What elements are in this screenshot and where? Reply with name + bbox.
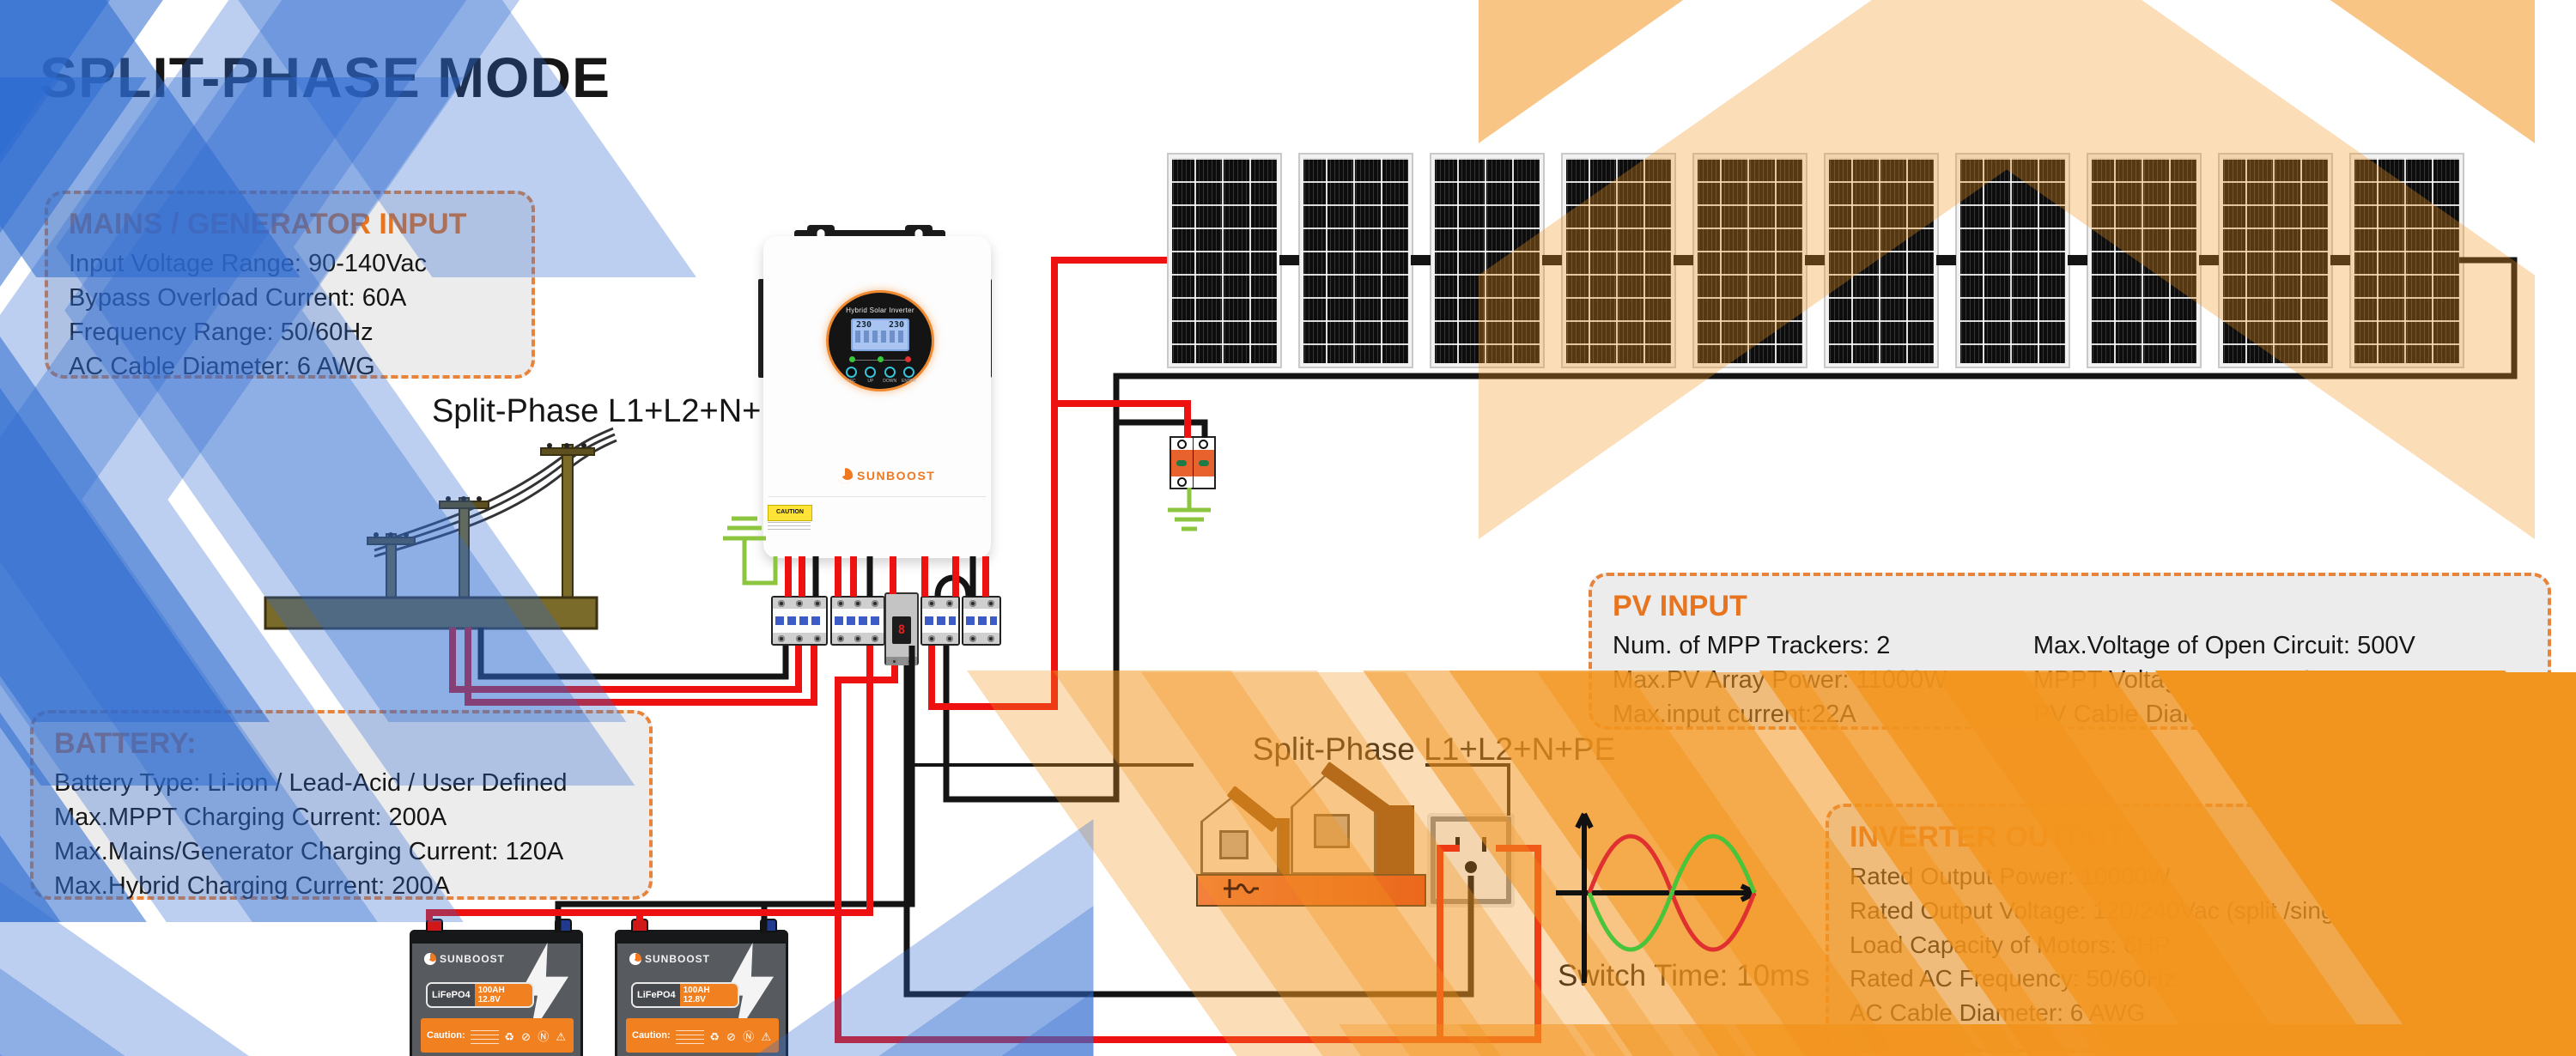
fault-led [905, 356, 911, 362]
pv-led [849, 356, 855, 362]
pv-positive-wire [928, 257, 1167, 710]
pv-line: Max.Voltage of Open Circuit: 500V [2032, 632, 2415, 659]
battery-caution-strip: Caution: ♻ ⊘ Ⓝ ⚠ [421, 1018, 574, 1053]
load-led [877, 356, 884, 362]
split-phase-waveform [1556, 812, 1757, 983]
battery-unit-2: SUNBOOST LiFePO4 100AH 12.8V Caution: ♻ … [615, 919, 788, 1056]
pv-panel [1167, 153, 1282, 368]
battery-caution-strip: Caution: ♻ ⊘ Ⓝ ⚠ [626, 1018, 779, 1053]
pv-surge-protector [1170, 436, 1216, 489]
pv-panel [1298, 153, 1413, 368]
battery-rating: 100AH 12.8V [679, 984, 738, 1006]
inverter-buttons: ESC UP DOWN ENTER [846, 367, 916, 384]
pv-box-title: PV INPUT [1613, 590, 1747, 622]
battery-breaker[interactable] [830, 596, 885, 646]
sine-l2 [1587, 834, 1757, 952]
inverter-screen-title: Hybrid Solar Inverter [846, 306, 914, 314]
ac-symbol [1224, 879, 1259, 898]
battery-rating-plate: LiFePO4 100AH 12.8V [631, 982, 739, 1008]
inverter-ground-symbol [723, 516, 766, 541]
sunboost-logo-icon [629, 953, 641, 965]
battery-unit-1: SUNBOOST LiFePO4 100AH 12.8V Caution: ♻ … [410, 919, 583, 1056]
black-wires [477, 257, 2518, 998]
caution-icons: ♻ ⊘ Ⓝ ⚠ [709, 1030, 773, 1044]
pv-negative-wire [1113, 257, 2518, 438]
inverter-stub-black [812, 556, 976, 597]
caution-sticker: CAUTION [768, 505, 812, 521]
divider [769, 496, 986, 497]
hybrid-inverter [763, 236, 991, 558]
caution-fine-print [768, 521, 811, 530]
sunboost-logo-icon [424, 953, 436, 965]
surge-protector-feed [1054, 400, 1191, 438]
battery-brand: SUNBOOST [645, 953, 711, 965]
cell-type: LiFePO4 [428, 984, 475, 1006]
lcd-voltage-left: 230 [856, 320, 872, 330]
lcd-voltage-right: 230 [888, 320, 904, 330]
inverter-display-panel: Hybrid Solar Inverter 230 230 ESC UP DOW… [826, 290, 934, 391]
inverter-lcd: 230 230 [851, 319, 909, 351]
pv-breaker-2[interactable] [962, 596, 1001, 646]
battery-rating-plate: LiFePO4 100AH 12.8V [426, 982, 534, 1008]
status-led-row [849, 356, 911, 362]
ground-wires [723, 488, 1211, 586]
inverter-heatsink [758, 279, 766, 378]
up-button[interactable]: UP [865, 367, 877, 384]
meter-display: 8 [892, 616, 911, 644]
ac-input-breaker[interactable] [771, 596, 828, 646]
down-button[interactable]: DOWN [883, 367, 896, 384]
enter-button[interactable]: ENTER [902, 367, 916, 384]
inverter-brand: SUNBOOST [837, 468, 940, 483]
sunboost-logo-icon [837, 468, 853, 483]
battery-rating: 100AH 12.8V [474, 984, 532, 1006]
pv-line: Num. of MPP Trackers: 2 [1613, 632, 1891, 659]
pv-negative-return [943, 422, 1120, 803]
esc-button[interactable]: ESC [846, 367, 857, 384]
caution-icons: ♻ ⊘ Ⓝ ⚠ [504, 1030, 568, 1044]
battery-negative-wire [555, 646, 915, 932]
sp-ground-symbol [1168, 507, 1211, 531]
inverter-stub-red [785, 556, 989, 597]
lcd-status-icons [855, 331, 905, 343]
brand-text: SUNBOOST [857, 469, 936, 482]
grid-split-phase-label: Split-Phase L1+L2+N+PE [431, 393, 805, 429]
battery-brand: SUNBOOST [440, 953, 506, 965]
pv-breaker-1[interactable] [920, 596, 960, 646]
cell-type: LiFePO4 [633, 984, 680, 1006]
blue-flow-arrows [0, 0, 1094, 1056]
